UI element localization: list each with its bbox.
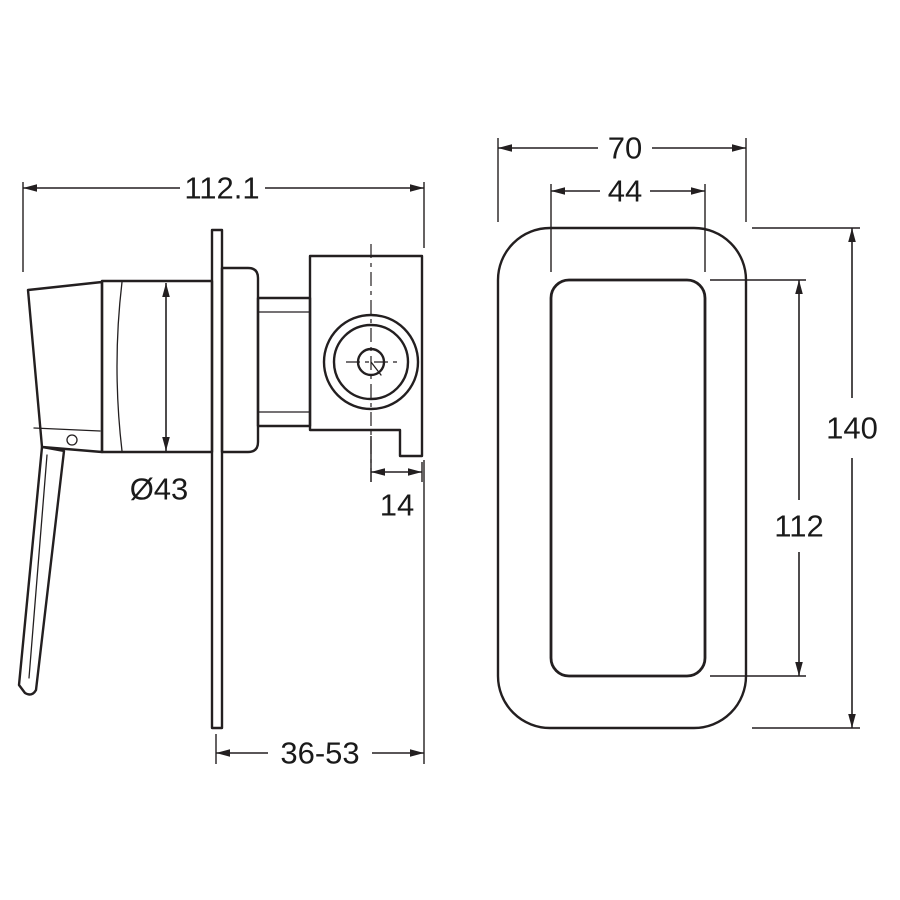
dim-cutout-width-label: 44 — [608, 174, 642, 209]
body-cylinder — [100, 279, 214, 454]
lever-arm-outline — [17, 445, 66, 696]
dim-overall-width: 112.1 — [22, 171, 425, 272]
handle-head-outline — [26, 280, 104, 454]
dim-cutout-height-label: 112 — [774, 509, 823, 544]
neck-cylinder — [256, 296, 312, 428]
dim-cutout-height: 112 — [710, 279, 824, 677]
valve-block-outline — [308, 254, 424, 458]
dim-plate-height: 140 — [752, 227, 878, 729]
plate-cutout — [549, 278, 707, 678]
handle-crease-line — [33, 427, 101, 432]
dim-diameter: Ø43 — [130, 283, 189, 507]
front-view — [496, 226, 748, 730]
lever-inner-edge — [28, 454, 48, 679]
dim-plate-height-label: 140 — [826, 411, 878, 446]
wall-plate-side — [210, 228, 224, 730]
handle-set-screw — [66, 434, 78, 446]
side-view — [17, 228, 424, 730]
dim-depth-range: 36-53 — [215, 460, 425, 771]
dim-diameter-label: Ø43 — [130, 472, 189, 507]
inlet-slot-line — [370, 361, 382, 376]
inlet-mid-circle — [332, 323, 410, 401]
wall-plate-front — [496, 226, 748, 730]
inlet-outer-circle — [322, 313, 420, 411]
dim-cutout-width: 44 — [550, 174, 706, 272]
dim-overall-width-label: 112.1 — [184, 171, 259, 206]
dim-depth-range-label: 36-53 — [280, 736, 359, 771]
dim-plate-width: 70 — [497, 131, 747, 222]
dim-outlet-offset-label: 14 — [380, 488, 414, 523]
flange-outline — [220, 266, 260, 454]
dim-outlet-offset: 14 — [370, 436, 423, 523]
dim-plate-width-label: 70 — [608, 131, 642, 166]
body-taper-curve — [116, 281, 123, 452]
